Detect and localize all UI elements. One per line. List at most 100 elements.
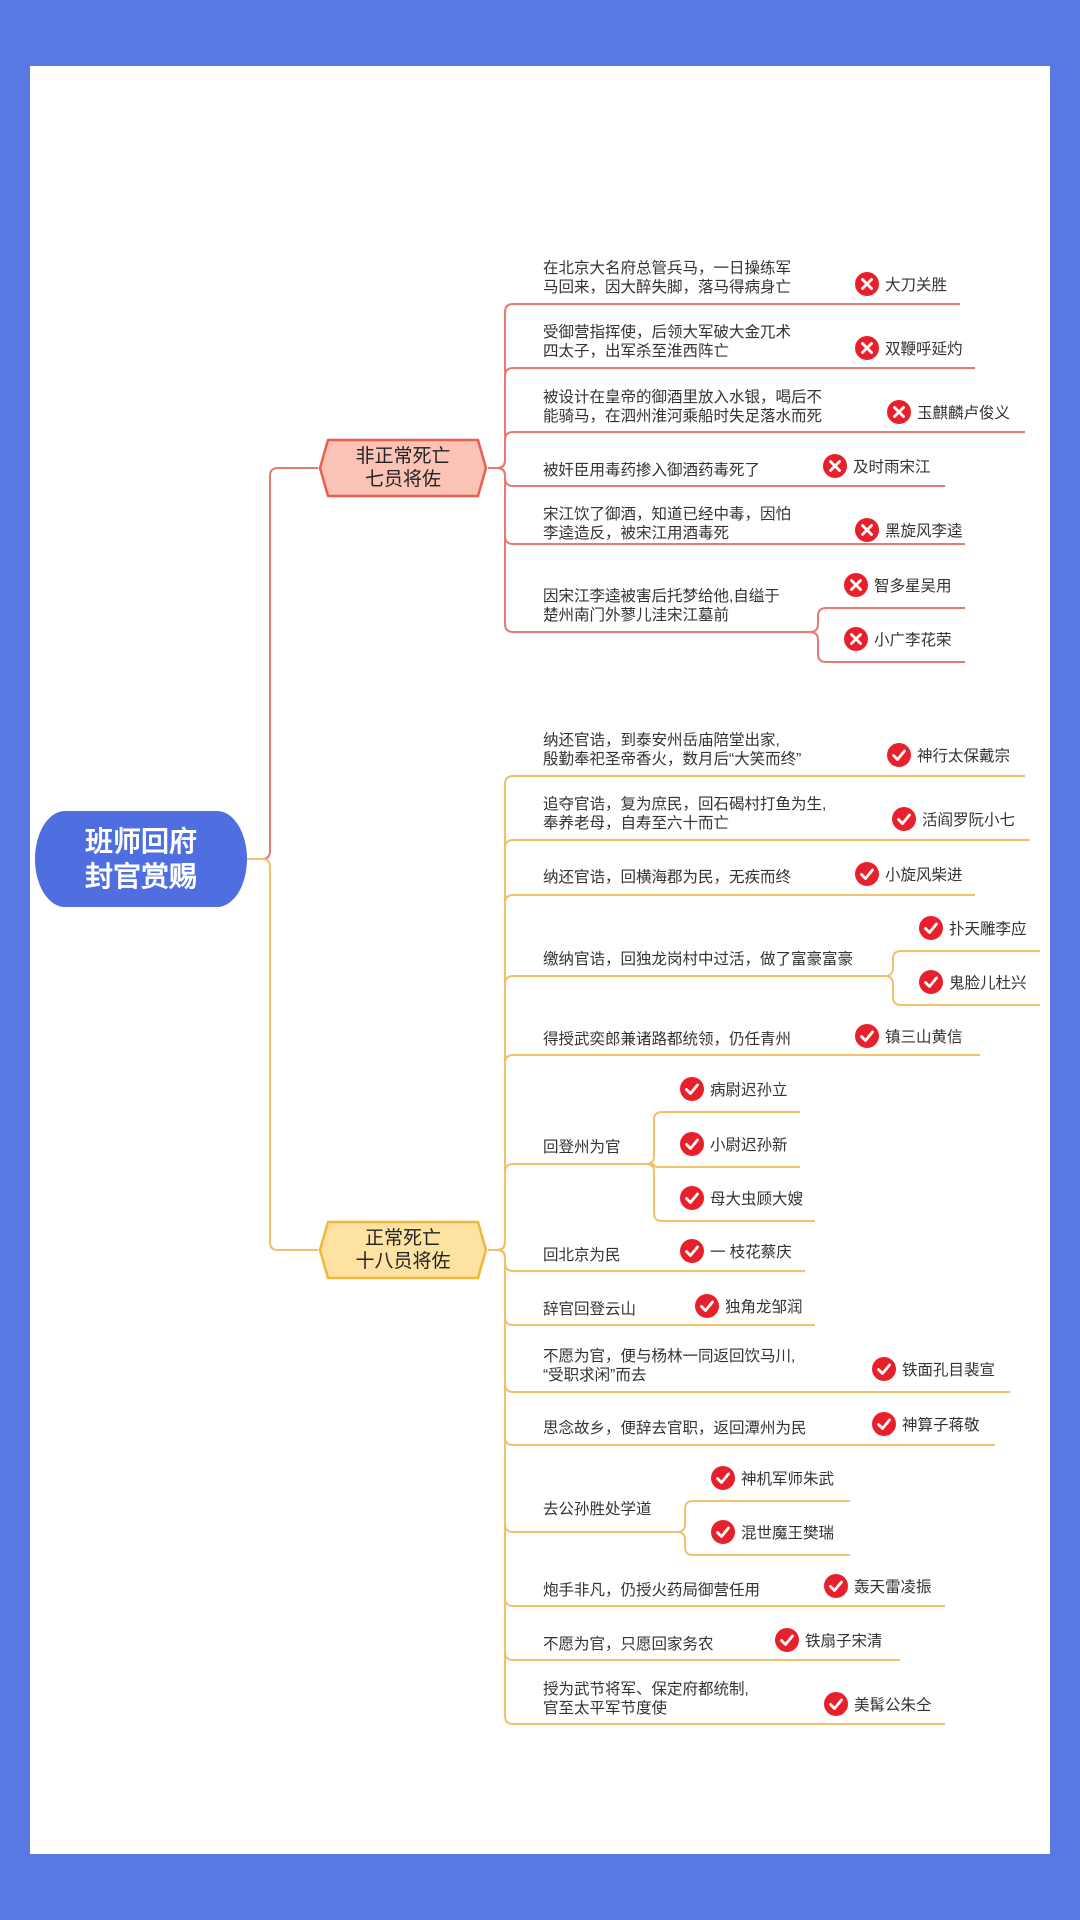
description-line: 纳还官诰，到泰安州岳庙陪堂出家,: [543, 732, 780, 749]
x-icon: [844, 627, 868, 651]
general-leaf-node[interactable]: 美髯公朱仝: [824, 1691, 932, 1717]
general-name: 铁扇子宋清: [805, 1633, 883, 1650]
description-line: 缴纳官诰，回独龙岗村中过活，做了富豪富豪: [543, 951, 854, 968]
general-leaf-node[interactable]: 母大虫顾大嫂: [680, 1185, 803, 1211]
general-name: 双鞭呼延灼: [885, 341, 963, 358]
general-leaf-node[interactable]: 小旋风柴进: [855, 861, 963, 887]
item-description: 回北京为民: [543, 1246, 863, 1265]
general-leaf-node[interactable]: 独角龙邹润: [695, 1293, 803, 1319]
branch-line-1: 非正常死亡: [355, 446, 451, 467]
description-line: 殷勤奉祀圣帝香火，数月后“大笑而终”: [543, 751, 802, 768]
item-description: 不愿为官，便与杨林一同返回饮马川,“受职求闲”而去: [543, 1347, 863, 1385]
general-leaf-node[interactable]: 黑旋风李逵: [855, 517, 963, 543]
description-line: 李逵造反，被宋江用酒毒死: [543, 525, 730, 542]
general-name: 玉麒麟卢俊义: [917, 405, 1011, 422]
general-leaf-node[interactable]: 神算子蒋敬: [872, 1411, 980, 1437]
general-leaf-node[interactable]: 铁扇子宋清: [775, 1627, 883, 1653]
general-leaf-node[interactable]: 神机军师朱武: [711, 1465, 834, 1491]
general-leaf-node[interactable]: 混世魔王樊瑞: [711, 1519, 834, 1545]
description-line: 纳还官诰，回横海郡为民，无疾而终: [543, 869, 792, 886]
root-node[interactable]: 班师回府 封官赏赐: [35, 811, 247, 907]
description-line: 被设计在皇帝的御酒里放入水银，喝后不: [543, 389, 823, 406]
general-leaf-node[interactable]: 神行太保戴宗: [887, 742, 1010, 768]
hexagon-shape: [318, 438, 488, 498]
check-icon: [919, 970, 943, 994]
check-icon: [680, 1132, 704, 1156]
general-name: 一 枝花蔡庆: [710, 1244, 792, 1261]
item-description: 被设计在皇帝的御酒里放入水银，喝后不能骑马，在泗州淮河乘船时失足落水而死: [543, 388, 863, 426]
general-leaf-node[interactable]: 及时雨宋江: [823, 453, 931, 479]
general-name: 美髯公朱仝: [854, 1697, 932, 1714]
general-leaf-node[interactable]: 镇三山黄信: [855, 1023, 963, 1049]
branch-line-2: 七员将佐: [364, 469, 441, 490]
check-icon: [680, 1239, 704, 1263]
general-name: 扑天雕李应: [949, 921, 1027, 938]
description-line: 奉养老母，自寿至六十而亡: [543, 815, 730, 832]
check-icon: [919, 916, 943, 940]
branch-node-abnormal-death[interactable]: 非正常死亡 七员将佐: [318, 438, 488, 498]
x-icon: [844, 573, 868, 597]
x-icon: [855, 518, 879, 542]
check-icon: [775, 1628, 799, 1652]
general-leaf-node[interactable]: 扑天雕李应: [919, 915, 1027, 941]
check-icon: [680, 1077, 704, 1101]
description-line: 追夺官诰，复为庶民，回石碣村打鱼为生,: [543, 796, 827, 813]
item-description: 去公孙胜处学道: [543, 1500, 863, 1519]
check-icon: [824, 1574, 848, 1598]
item-description: 思念故乡，便辞去官职，返回潭州为民: [543, 1419, 863, 1438]
description-line: 辞官回登云山: [543, 1301, 637, 1318]
general-leaf-node[interactable]: 活阎罗阮小七: [892, 806, 1015, 832]
item-description: 纳还官诰，回横海郡为民，无疾而终: [543, 868, 863, 887]
description-line: 四太子，出军杀至淮西阵亡: [543, 343, 730, 360]
general-leaf-node[interactable]: 玉麒麟卢俊义: [887, 399, 1010, 425]
check-icon: [872, 1412, 896, 1436]
root-line-2: 封官赏赐: [84, 861, 197, 892]
item-description: 纳还官诰，到泰安州岳庙陪堂出家, 殷勤奉祀圣帝香火，数月后“大笑而终”: [543, 731, 863, 769]
check-icon: [855, 862, 879, 886]
general-leaf-node[interactable]: 双鞭呼延灼: [855, 335, 963, 361]
general-leaf-node[interactable]: 小广李花荣: [844, 626, 952, 652]
general-name: 小旋风柴进: [885, 867, 963, 884]
item-description: 回登州为官: [543, 1138, 863, 1157]
hexagon-shape: [318, 1220, 488, 1280]
branch-node-normal-death[interactable]: 正常死亡 十八员将佐: [318, 1220, 488, 1280]
description-line: 马回来，因大醉失脚，落马得病身亡: [543, 279, 792, 296]
general-name: 及时雨宋江: [853, 459, 931, 476]
check-icon: [680, 1186, 704, 1210]
description-line: 宋江饮了御酒，知道已经中毒，因怕: [543, 506, 792, 523]
x-icon: [823, 454, 847, 478]
description-line: 炮手非凡，仍授火药局御营任用: [543, 1582, 761, 1599]
description-line: 受御营指挥使，后领大军破大金兀术: [543, 324, 792, 341]
general-name: 铁面孔目裴宣: [902, 1362, 996, 1379]
description-line: 授为武节将军、保定府都统制,: [543, 1681, 749, 1698]
general-name: 大刀关胜: [885, 277, 948, 294]
branch-line-1: 正常死亡: [364, 1228, 441, 1249]
check-icon: [711, 1520, 735, 1544]
item-description: 被奸臣用毒药掺入御酒药毒死了: [543, 461, 863, 480]
general-leaf-node[interactable]: 一 枝花蔡庆: [680, 1238, 792, 1264]
item-description: 缴纳官诰，回独龙岗村中过活，做了富豪富豪: [543, 950, 863, 969]
general-name: 小尉迟孙新: [710, 1137, 788, 1154]
general-name: 活阎罗阮小七: [922, 812, 1016, 829]
general-leaf-node[interactable]: 大刀关胜: [855, 271, 947, 297]
item-description: 宋江饮了御酒，知道已经中毒，因怕李逵造反，被宋江用酒毒死: [543, 505, 863, 543]
general-leaf-node[interactable]: 智多星吴用: [844, 572, 952, 598]
item-description: 炮手非凡，仍授火药局御营任用: [543, 1581, 863, 1600]
description-line: 因宋江李逵被害后托梦给他,自缢于: [543, 588, 780, 605]
general-leaf-node[interactable]: 病尉迟孙立: [680, 1076, 788, 1102]
root-line-1: 班师回府: [84, 826, 197, 857]
description-line: 思念故乡，便辞去官职，返回潭州为民: [543, 1420, 807, 1437]
general-leaf-node[interactable]: 鬼脸儿杜兴: [919, 969, 1027, 995]
description-line: 楚州南门外蓼儿洼宋江墓前: [543, 607, 730, 624]
general-leaf-node[interactable]: 小尉迟孙新: [680, 1131, 788, 1157]
check-icon: [695, 1294, 719, 1318]
description-line: 官至太平军节度使: [543, 1700, 668, 1717]
general-name: 混世魔王樊瑞: [741, 1525, 835, 1542]
check-icon: [872, 1357, 896, 1381]
general-name: 独角龙邹润: [725, 1299, 803, 1316]
general-leaf-node[interactable]: 铁面孔目裴宣: [872, 1356, 995, 1382]
item-description: 在北京大名府总管兵马，一日操练军马回来，因大醉失脚，落马得病身亡: [543, 259, 863, 297]
general-leaf-node[interactable]: 轰天雷凌振: [824, 1573, 932, 1599]
item-description: 追夺官诰，复为庶民，回石碣村打鱼为生, 奉养老母，自寿至六十而亡: [543, 795, 863, 833]
item-description: 因宋江李逵被害后托梦给他,自缢于楚州南门外蓼儿洼宋江墓前: [543, 587, 863, 625]
